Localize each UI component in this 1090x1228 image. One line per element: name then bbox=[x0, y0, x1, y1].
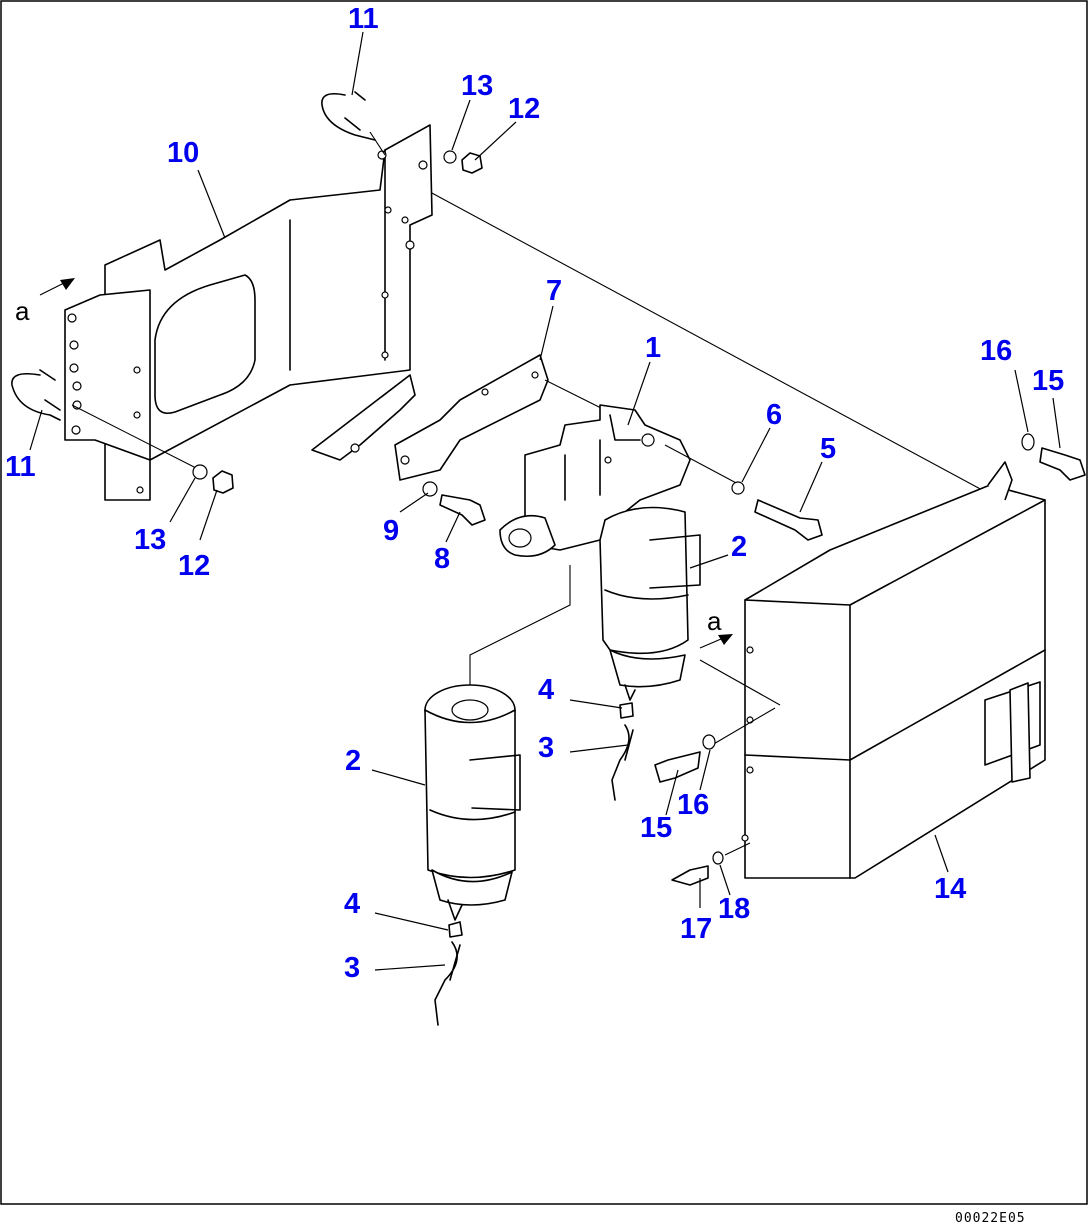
washer-9 bbox=[422, 481, 438, 497]
fitting-4-lower bbox=[448, 921, 463, 938]
filter-head bbox=[499, 404, 691, 558]
callout-2-lower: 2 bbox=[345, 745, 361, 777]
view-arrow-left: a bbox=[15, 278, 75, 326]
view-arrow-right: a bbox=[699, 606, 733, 649]
callout-3-lower: 3 bbox=[344, 952, 360, 984]
washer-16-upper bbox=[1021, 433, 1035, 451]
callout-4-lower: 4 bbox=[344, 888, 360, 920]
frame-border bbox=[0, 0, 1088, 1205]
callout-3-upper: 3 bbox=[538, 732, 554, 764]
bolt-15-lower bbox=[654, 751, 701, 783]
hose-3-upper bbox=[611, 724, 634, 801]
bolt-5 bbox=[754, 499, 823, 541]
u-bolt-bottom bbox=[11, 369, 61, 421]
filter-cartridge-upper bbox=[599, 506, 701, 701]
callout-6: 6 bbox=[766, 399, 782, 431]
washer-6 bbox=[731, 481, 745, 495]
callout-14: 14 bbox=[934, 873, 966, 905]
assembly-line-cover bbox=[699, 659, 781, 706]
hose-3-lower bbox=[434, 941, 461, 1026]
callout-16-lower: 16 bbox=[677, 789, 709, 821]
assembly-line-bracket bbox=[544, 379, 606, 411]
callout-9: 9 bbox=[383, 515, 399, 547]
callout-16-top: 16 bbox=[980, 335, 1012, 367]
assembly-line-lower-filter bbox=[469, 565, 571, 695]
callout-4-upper: 4 bbox=[538, 674, 554, 706]
view-mark-left: a bbox=[15, 296, 30, 326]
bolt-8 bbox=[439, 494, 486, 526]
callout-11-top: 11 bbox=[348, 3, 379, 35]
filter-bracket bbox=[311, 354, 549, 481]
callout-1: 1 bbox=[645, 332, 661, 364]
assembly-line-top bbox=[429, 191, 1011, 506]
assembly-line-cover-3 bbox=[724, 842, 751, 856]
leaders bbox=[29, 31, 1061, 971]
callout-7: 7 bbox=[546, 275, 562, 307]
view-mark-right: a bbox=[707, 606, 722, 636]
bracket-plate bbox=[64, 124, 433, 501]
callout-15-top: 15 bbox=[1032, 365, 1064, 397]
drawing-code: 00022E05 bbox=[955, 1211, 1026, 1226]
callout-11-bottom: 11 bbox=[5, 451, 36, 483]
assembly-line-cover-2 bbox=[711, 707, 776, 746]
cover-panel bbox=[741, 461, 1046, 879]
callout-15-lower: 15 bbox=[640, 812, 672, 844]
callout-8: 8 bbox=[434, 543, 450, 575]
u-bolt-top bbox=[321, 91, 386, 156]
assembly-line-filter bbox=[664, 444, 741, 486]
fitting-4-upper bbox=[619, 702, 634, 719]
callout-2-upper: 2 bbox=[731, 531, 747, 563]
callout-17: 17 bbox=[680, 913, 712, 945]
bolt-15-upper bbox=[1039, 447, 1086, 481]
callout-labels: 11 13 12 10 7 1 16 15 6 5 2 11 13 12 9 8… bbox=[5, 3, 1064, 984]
callout-12-bottom: 12 bbox=[178, 550, 210, 582]
washer-nut-top bbox=[443, 150, 483, 174]
callout-13-bottom: 13 bbox=[134, 524, 166, 556]
callout-10: 10 bbox=[167, 137, 199, 169]
bolt-17 bbox=[671, 865, 709, 886]
washer-18 bbox=[712, 851, 724, 865]
callout-13-top: 13 bbox=[461, 70, 493, 102]
callout-12-top: 12 bbox=[508, 93, 540, 125]
callout-5: 5 bbox=[820, 433, 836, 465]
callout-18: 18 bbox=[718, 893, 750, 925]
washer-nut-bottom bbox=[192, 464, 234, 494]
filter-cartridge-lower bbox=[424, 684, 521, 921]
washer-16-lower bbox=[702, 734, 716, 750]
